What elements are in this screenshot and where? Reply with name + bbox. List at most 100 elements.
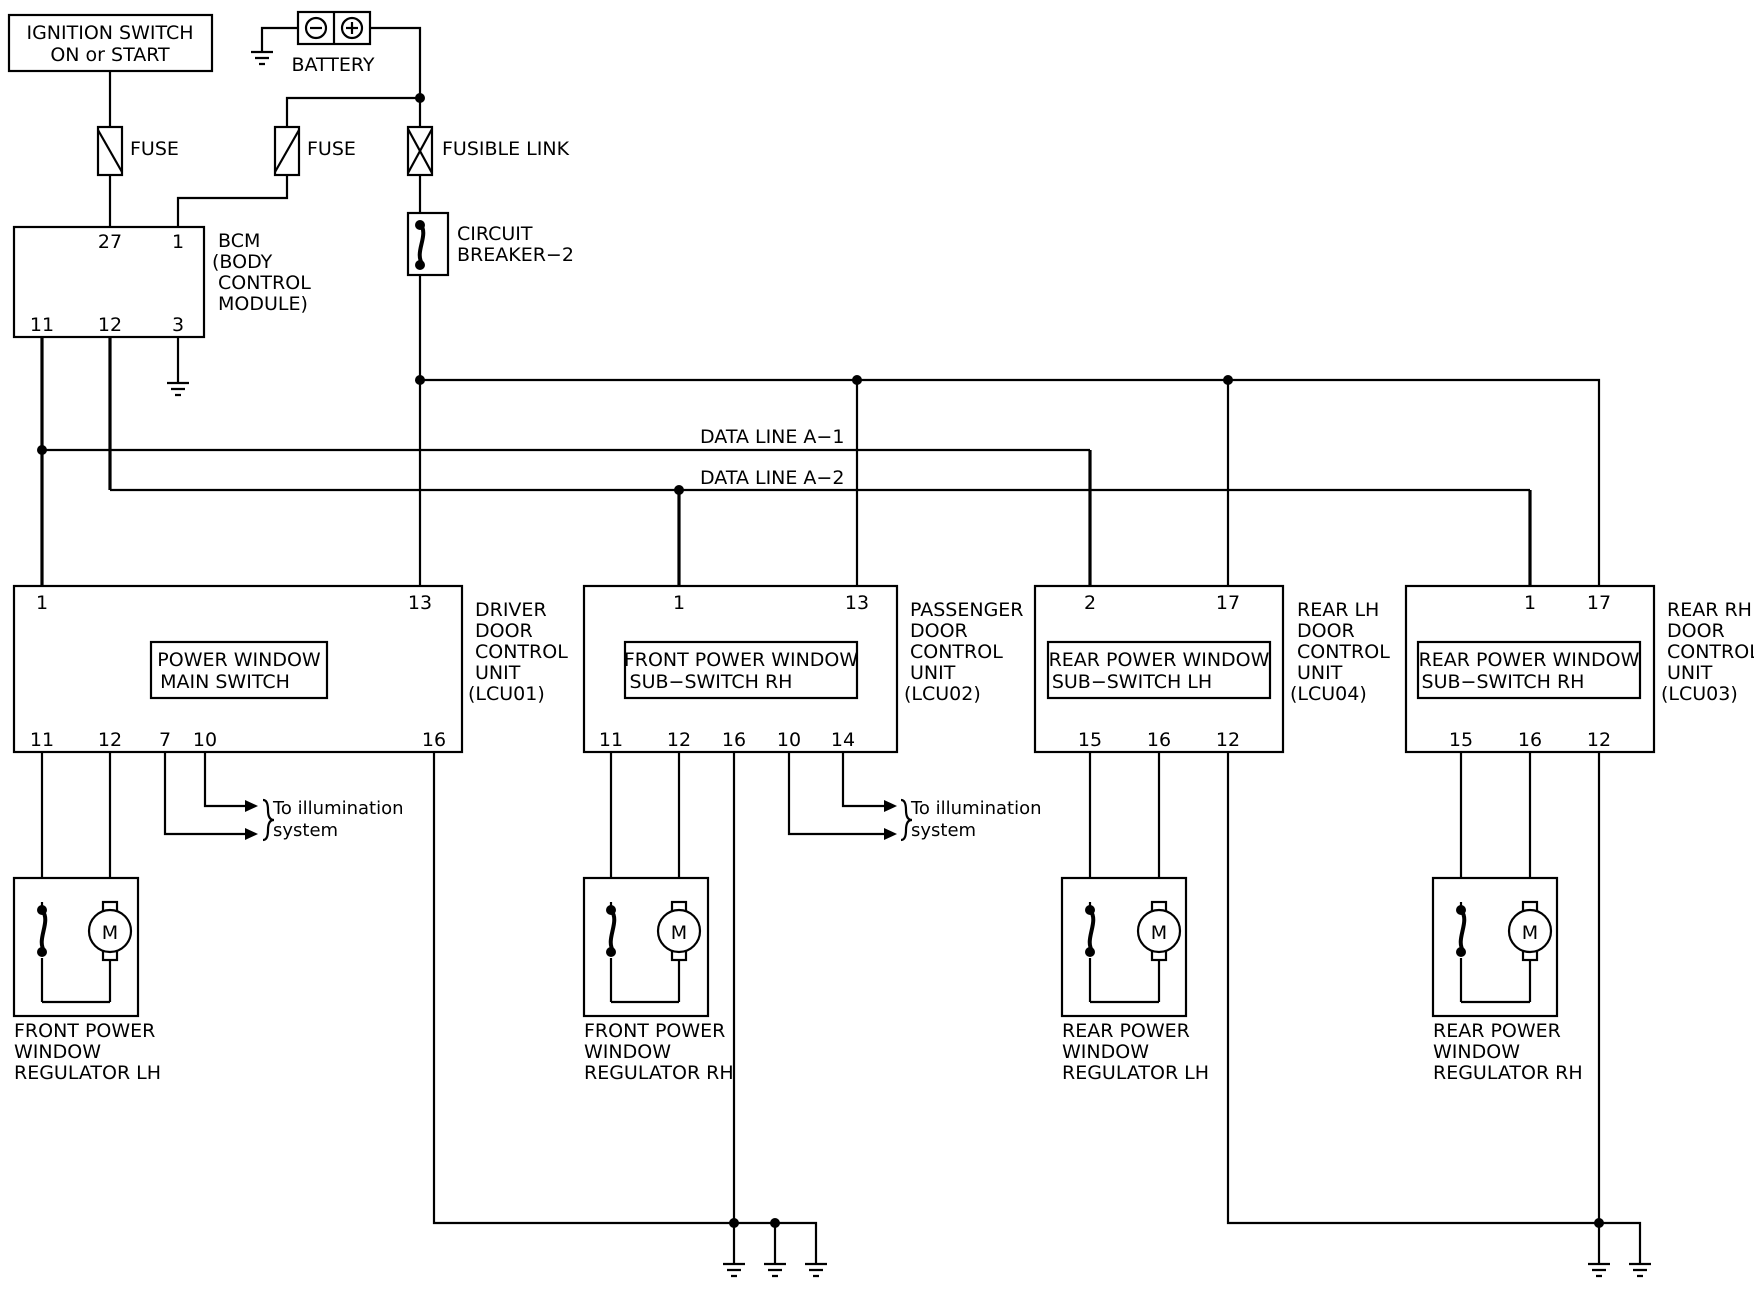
- lcu03-pin-16: 16: [1518, 729, 1542, 751]
- front-power-window-regulator-lh: M FRONT POWER WINDOW REGULATOR LH: [12, 752, 161, 1084]
- lcu04-pin-17: 17: [1216, 592, 1240, 614]
- regulator-lh-label-line3: REGULATOR LH: [14, 1062, 161, 1084]
- lcu02-pin-13: 13: [845, 592, 869, 614]
- lcu01-pin-11: 11: [30, 729, 54, 751]
- rear-regulator-rh-label-line1: REAR POWER: [1433, 1020, 1561, 1042]
- lcu01-pin-10: 10: [193, 729, 217, 751]
- lcu01-illumination-leads: To illumination system: [163, 752, 404, 842]
- lcu02-label-line1: PASSENGER: [910, 599, 1024, 621]
- regulator-rh-label-line2: WINDOW: [584, 1041, 671, 1063]
- lcu03-label-line1: REAR RH: [1667, 599, 1752, 621]
- motor-symbol-1: M: [102, 922, 118, 944]
- lcu02-illumination-leads: To illumination system: [787, 752, 1042, 842]
- lcu03-label-line4: UNIT: [1667, 662, 1713, 684]
- data-line-a1-label: DATA LINE A−1: [700, 426, 844, 448]
- bcm-pin-3: 3: [172, 314, 184, 336]
- front-ground-bus: [432, 752, 827, 1278]
- rear-lh-switch-label-line2: SUB−SWITCH LH: [1052, 671, 1212, 693]
- rear-power-window-regulator-rh: M REAR POWER WINDOW REGULATOR RH: [1431, 752, 1583, 1084]
- main-switch-label-line1: POWER WINDOW: [157, 649, 321, 671]
- fuse-1: FUSE: [96, 125, 179, 177]
- lcu02-pin-1: 1: [673, 592, 685, 614]
- lcu04-label-line4: UNIT: [1297, 662, 1343, 684]
- fuse-2-label: FUSE: [307, 138, 356, 160]
- lcu02-pin-16: 16: [722, 729, 746, 751]
- front-sub-switch-label-line2: SUB−SWITCH RH: [630, 671, 793, 693]
- lcu03-label-line3: CONTROL: [1667, 641, 1754, 663]
- lcu04-label-line2: DOOR: [1297, 620, 1355, 642]
- lcu02-pin-12: 12: [667, 729, 691, 751]
- passenger-door-control-unit: 1 13 FRONT POWER WINDOW SUB−SWITCH RH 11…: [582, 584, 1024, 754]
- rear-rh-switch-label-line2: SUB−SWITCH RH: [1422, 671, 1585, 693]
- circuit-breaker-label-line2: BREAKER−2: [457, 244, 574, 266]
- bcm-label-line2: (BODY: [212, 251, 273, 273]
- lcu01-label-line4: UNIT: [475, 662, 521, 684]
- lcu02-label-line5: (LCU02): [904, 683, 981, 705]
- front-power-window-regulator-rh: M FRONT POWER WINDOW REGULATOR RH: [582, 752, 734, 1084]
- bcm-label-line4: MODULE): [218, 293, 308, 315]
- fusible-link-label: FUSIBLE LINK: [442, 138, 570, 160]
- bcm-module: 27 1 11 12 3 BCM (BODY CONTROL MODULE): [12, 225, 311, 339]
- main-switch-label-line2: MAIN SWITCH: [160, 671, 290, 693]
- ignition-label-line2: ON or START: [50, 44, 170, 66]
- front-power-window-sub-switch-rh[interactable]: [623, 640, 859, 700]
- lcu04-pin-12: 12: [1216, 729, 1240, 751]
- battery: BATTERY: [251, 10, 422, 98]
- lcu01-pin-16: 16: [422, 729, 446, 751]
- rear-power-window-sub-switch-rh[interactable]: [1416, 640, 1642, 700]
- lcu02-label-line2: DOOR: [910, 620, 968, 642]
- lcu02-pin-11: 11: [599, 729, 623, 751]
- lcu03-pin-15: 15: [1449, 729, 1473, 751]
- lcu01-pin-12: 12: [98, 729, 122, 751]
- regulator-rh-label-line3: REGULATOR RH: [584, 1062, 734, 1084]
- lcu01-label-line2: DOOR: [475, 620, 533, 642]
- rear-power-window-sub-switch-lh[interactable]: [1046, 640, 1272, 700]
- rear-regulator-rh-label-line2: WINDOW: [1433, 1041, 1520, 1063]
- ignition-switch: IGNITION SWITCH ON or START: [7, 13, 214, 73]
- fuse-1-label: FUSE: [130, 138, 179, 160]
- rear-regulator-rh-label-line3: REGULATOR RH: [1433, 1062, 1583, 1084]
- bcm-pin-27: 27: [98, 231, 122, 253]
- lcu02-illumination-label-line1: To illumination: [910, 798, 1042, 819]
- lcu01-pin-7: 7: [159, 729, 171, 751]
- rear-ground-bus: [1226, 752, 1651, 1278]
- bcm-pin-12: 12: [98, 314, 122, 336]
- lcu02-illumination-label-line2: system: [911, 820, 976, 841]
- bcm-ground: [167, 337, 189, 397]
- rear-lh-switch-label-line1: REAR POWER WINDOW: [1049, 649, 1270, 671]
- fusible-link: FUSIBLE LINK: [406, 125, 570, 177]
- bcm-pin-1: 1: [172, 231, 184, 253]
- rear-regulator-lh-label-line1: REAR POWER: [1062, 1020, 1190, 1042]
- rear-rh-door-control-unit: 1 17 REAR POWER WINDOW SUB−SWITCH RH 15 …: [1404, 584, 1754, 754]
- lcu04-pin-15: 15: [1078, 729, 1102, 751]
- lcu03-pin-12: 12: [1587, 729, 1611, 751]
- rear-regulator-lh-label-line3: REGULATOR LH: [1062, 1062, 1209, 1084]
- lcu01-pin-1: 1: [36, 592, 48, 614]
- motor-symbol-2: M: [671, 922, 687, 944]
- rear-regulator-lh-label-line2: WINDOW: [1062, 1041, 1149, 1063]
- power-window-main-switch[interactable]: [149, 640, 329, 700]
- lcu02-pin-14: 14: [831, 729, 855, 751]
- data-line-a2-label: DATA LINE A−2: [700, 467, 844, 489]
- lcu04-label-line1: REAR LH: [1297, 599, 1379, 621]
- driver-door-control-unit: 1 13 POWER WINDOW MAIN SWITCH 11 12 7 10…: [12, 584, 568, 754]
- rear-rh-switch-label-line1: REAR POWER WINDOW: [1419, 649, 1640, 671]
- ignition-label-line1: IGNITION SWITCH: [26, 22, 193, 44]
- bcm-label-line1: BCM: [218, 230, 260, 252]
- lcu01-illumination-label-line2: system: [273, 820, 338, 841]
- rear-lh-door-control-unit: 2 17 REAR POWER WINDOW SUB−SWITCH LH 15 …: [1033, 584, 1390, 754]
- circuit-breaker-2: CIRCUIT BREAKER−2: [406, 211, 574, 277]
- lcu04-pin-16: 16: [1147, 729, 1171, 751]
- lcu01-label-line1: DRIVER: [475, 599, 547, 621]
- circuit-breaker-label-line1: CIRCUIT: [457, 223, 533, 245]
- lcu03-pin-17: 17: [1587, 592, 1611, 614]
- lcu03-label-line5: (LCU03): [1661, 683, 1738, 705]
- lcu01-illumination-label-line1: To illumination: [272, 798, 404, 819]
- lcu02-pin-10: 10: [777, 729, 801, 751]
- lcu04-pin-2: 2: [1084, 592, 1096, 614]
- lcu01-label-line3: CONTROL: [475, 641, 568, 663]
- fuse-2: FUSE: [273, 125, 356, 177]
- lcu01-label-line5: (LCU01): [468, 683, 545, 705]
- regulator-lh-label-line1: FRONT POWER: [14, 1020, 155, 1042]
